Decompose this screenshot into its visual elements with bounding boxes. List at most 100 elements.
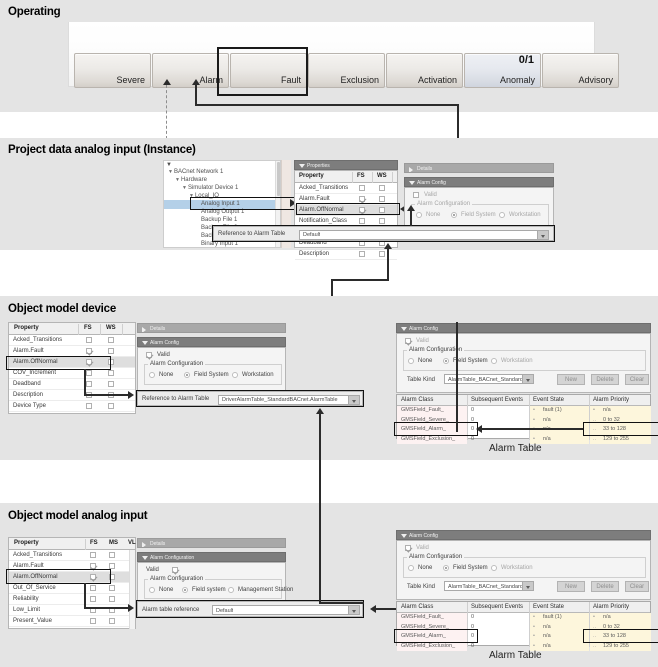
pd-radio-field-system[interactable] [451, 212, 457, 218]
omai-at-delete-button[interactable]: Delete [591, 581, 619, 592]
table-row[interactable]: Device Type [9, 401, 135, 412]
omai-at-radio-field-system[interactable] [443, 565, 449, 571]
omd-alarm-table-grid[interactable]: Alarm Class Subsequent Events Event Stat… [396, 394, 651, 444]
checkbox-ms[interactable] [109, 552, 115, 558]
pd-reference-combo[interactable]: Default [299, 229, 549, 240]
table-row[interactable]: Present_Value [9, 616, 135, 627]
operating-button-anomaly[interactable]: 0/1 Anomaly [464, 53, 541, 88]
table-row[interactable]: Description [295, 249, 397, 260]
chevron-down-icon[interactable] [537, 230, 548, 239]
omd-at-radio-field-system[interactable] [443, 358, 449, 364]
checkbox-fs[interactable] [86, 370, 92, 376]
table-row[interactable]: Deadband [9, 379, 135, 390]
table-row[interactable]: GMSField_Severe_ 0 • n/a .. 0 to 32 [397, 415, 651, 425]
omai-valid-checkbox[interactable] [172, 567, 178, 573]
tree-scrollbar-thumb[interactable] [276, 162, 280, 196]
table-row[interactable]: Alarm.Fault [295, 194, 397, 205]
omai-alarmconfig-header[interactable]: Alarm Configuration [137, 552, 286, 562]
checkbox-fs[interactable] [86, 337, 92, 343]
table-row[interactable]: GMSField_Exclusion_ 0 • n/a .. 129 to 25… [397, 641, 651, 651]
omai-at-header[interactable]: Alarm Config [396, 530, 651, 540]
omd-at-radio-none[interactable] [408, 358, 414, 364]
table-row[interactable]: GMSField_Fault_ 0 • fault (1) • n/a [397, 406, 651, 416]
checkbox-fs[interactable] [86, 381, 92, 387]
omd-at-tablekind-combo[interactable]: AlarmTable_BACnet_Standard [444, 374, 534, 384]
checkbox-fs[interactable] [359, 251, 365, 257]
tree-scrollbar[interactable] [275, 161, 280, 247]
checkbox-ms[interactable] [109, 574, 115, 580]
omd-valid-checkbox[interactable] [146, 352, 152, 358]
checkbox-fs[interactable] [359, 218, 365, 224]
checkbox-fs[interactable] [90, 563, 96, 569]
table-row[interactable]: GMSField_Exclusion_ 0 • n/a .. 129 to 25… [397, 434, 651, 444]
pd-properties-header[interactable]: Properties [294, 160, 398, 170]
checkbox-fs[interactable] [90, 618, 96, 624]
pd-alarmconfig-header[interactable]: Alarm Config [404, 177, 554, 187]
tree-node-binary-input-1[interactable]: Binary Input 1 [201, 241, 239, 247]
omd-reference-combo[interactable]: DriverAlarmTable_StandardBACnet.AlarmTab… [218, 394, 360, 405]
pd-radio-none[interactable] [416, 212, 422, 218]
table-row[interactable]: Alarm.OffNormal [295, 205, 397, 216]
omai-radio-management-station[interactable] [228, 587, 234, 593]
omai-radio-none[interactable] [149, 587, 155, 593]
omai-details-header[interactable]: Details [137, 538, 286, 548]
pd-details-header[interactable]: Details [404, 163, 554, 173]
tree-node-analog-output-1[interactable]: Analog Output 1 [201, 209, 245, 215]
tree-node-analog-input-1[interactable]: Analog Input 1 [201, 201, 240, 207]
table-row[interactable]: Acked_Transitions [9, 550, 135, 561]
checkbox-ms[interactable] [109, 618, 115, 624]
omd-radio-none[interactable] [149, 372, 155, 378]
table-row[interactable]: Alarm.Fault [9, 561, 135, 572]
omai-reference-combo[interactable]: Default [212, 605, 360, 615]
operating-button-advisory[interactable]: Advisory [542, 53, 619, 88]
omd-at-delete-button[interactable]: Delete [591, 374, 619, 385]
omai-at-radio-workstation[interactable] [491, 565, 497, 571]
table-row[interactable]: Acked_Transitions [9, 335, 135, 346]
pd-radio-workstation[interactable] [499, 212, 505, 218]
operating-button-severe[interactable]: Severe [74, 53, 151, 88]
checkbox-ws[interactable] [108, 348, 114, 354]
checkbox-fs[interactable] [90, 596, 96, 602]
omd-at-valid-checkbox[interactable] [405, 338, 411, 344]
checkbox-fs[interactable] [90, 585, 96, 591]
omd-details-header[interactable]: Details [137, 323, 286, 333]
checkbox-ws[interactable] [379, 185, 385, 191]
omd-radio-workstation[interactable] [232, 372, 238, 378]
table-row[interactable]: Out_Of_Service [9, 583, 135, 594]
table-row[interactable]: GMSField_Fault_ 0 • fault (1) • n/a [397, 613, 651, 623]
checkbox-fs[interactable] [359, 196, 365, 202]
omai-at-new-button[interactable]: New [557, 581, 585, 592]
table-row[interactable]: GMSField_Alarm_ 0 • n/a .. 33 to 128 [397, 632, 651, 642]
pd-valid-checkbox[interactable] [413, 192, 419, 198]
checkbox-ms[interactable] [109, 563, 115, 569]
table-row[interactable]: Alarm.OffNormal [9, 357, 135, 368]
omd-at-clear-button[interactable]: Clear [625, 374, 649, 385]
omai-alarm-table-grid[interactable]: Alarm Class Subsequent Events Event Stat… [396, 601, 651, 651]
operating-button-exclusion[interactable]: Exclusion [308, 53, 385, 88]
checkbox-ws[interactable] [108, 337, 114, 343]
omai-scrollbar[interactable] [129, 550, 135, 629]
omd-alarmconfig-header[interactable]: Alarm Config [137, 337, 286, 347]
checkbox-ws[interactable] [379, 218, 385, 224]
chevron-down-icon[interactable] [522, 375, 533, 383]
checkbox-fs[interactable] [359, 207, 365, 213]
omd-at-radio-workstation[interactable] [491, 358, 497, 364]
chevron-down-icon[interactable] [522, 582, 533, 590]
checkbox-ms[interactable] [109, 585, 115, 591]
table-row[interactable]: COV_Increment [9, 368, 135, 379]
tree-node-simulator-device-1[interactable]: ▼Simulator Device 1 [182, 185, 239, 191]
checkbox-ws[interactable] [379, 207, 385, 213]
tree-node-bacnet-network-1[interactable]: ▼BACnet Network 1 [168, 169, 224, 175]
chevron-down-icon[interactable] [348, 395, 359, 404]
checkbox-ms[interactable] [109, 596, 115, 602]
checkbox-ws[interactable] [379, 196, 385, 202]
checkbox-ws[interactable] [108, 403, 114, 409]
tree-node-hardware[interactable]: ▼Hardware [175, 177, 207, 183]
table-row[interactable]: GMSField_Severe_ 0 • n/a .. 0 to 32 [397, 622, 651, 632]
table-row[interactable]: Reliability [9, 594, 135, 605]
table-row[interactable]: Alarm.OffNormal [9, 572, 135, 583]
omai-at-radio-none[interactable] [408, 565, 414, 571]
checkbox-fs[interactable] [90, 552, 96, 558]
omd-at-header[interactable]: Alarm Config [396, 323, 651, 333]
chevron-down-icon[interactable] [348, 606, 359, 614]
